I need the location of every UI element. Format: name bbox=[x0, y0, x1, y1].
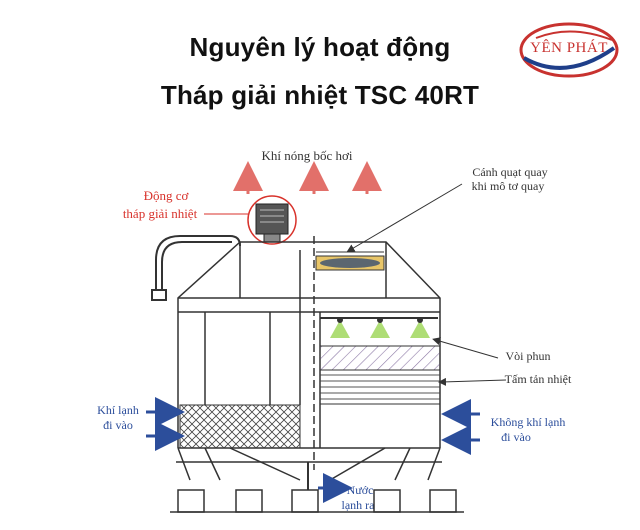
motor-icon bbox=[247, 195, 297, 245]
foundation-blocks bbox=[170, 489, 464, 513]
outer-pipe bbox=[151, 235, 241, 301]
cold-air-left-label-line1: Khí lạnh bbox=[97, 403, 139, 417]
page-title-line1: Nguyên lý hoạt động bbox=[189, 32, 451, 62]
fill-upper bbox=[319, 345, 441, 371]
logo-swoosh-icon bbox=[519, 22, 619, 78]
cold-air-right-label-line1: Không khí lạnh bbox=[491, 415, 566, 429]
hot-air-arrows bbox=[233, 161, 382, 194]
fan-label-line1: Cánh quạt quay bbox=[472, 165, 547, 179]
cold-air-right-arrows bbox=[441, 399, 480, 455]
cold-air-left-label-line2: đi vào bbox=[103, 418, 133, 432]
nozzle-label: Vòi phun bbox=[506, 349, 551, 363]
motor-label-line1: Động cơ bbox=[144, 188, 190, 203]
motor-label-line2: tháp giải nhiệt bbox=[123, 206, 198, 221]
company-logo: YÊN PHÁT bbox=[516, 18, 622, 82]
cold-air-left-arrows bbox=[146, 397, 185, 451]
fan-leader-line bbox=[346, 183, 463, 253]
water-out-label-line2: lạnh ra bbox=[342, 498, 376, 512]
fill-left-mesh bbox=[179, 404, 301, 449]
nozzle-leader-line bbox=[432, 337, 499, 359]
page-title-line2: Tháp giải nhiệt TSC 40RT bbox=[160, 80, 480, 110]
spray-pipe bbox=[320, 317, 438, 338]
fill-lower bbox=[319, 369, 441, 405]
water-out-label-line1: Nước bbox=[347, 483, 374, 497]
fill-leader-line bbox=[438, 377, 507, 386]
logo-text: YÊN PHÁT bbox=[530, 40, 608, 56]
fill-label: Tấm tản nhiệt bbox=[505, 372, 572, 386]
fan-icon bbox=[315, 251, 385, 271]
cold-air-right-label-line2: đi vào bbox=[501, 430, 531, 444]
hot-air-label: Khí nóng bốc hơi bbox=[261, 148, 352, 163]
fan-label-line2: khi mô tơ quay bbox=[472, 179, 545, 193]
